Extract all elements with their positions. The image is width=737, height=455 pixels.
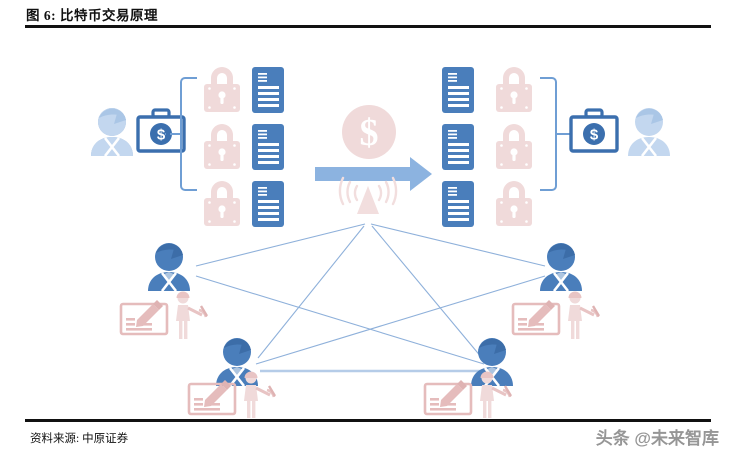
- document-icon: [442, 181, 474, 227]
- page-title: 图 6: 比特币交易原理: [26, 8, 158, 23]
- lock-icon: [204, 67, 240, 112]
- signal-waves: [338, 176, 398, 206]
- sender-group: $: [89, 77, 197, 191]
- source-divider: [25, 419, 711, 422]
- diagram-canvas: $ $: [0, 28, 737, 418]
- right-stack: [442, 67, 532, 227]
- sender-person-icon: [91, 108, 133, 157]
- miner-figure: [566, 290, 601, 341]
- left-stack: [204, 67, 284, 227]
- receiver-bracket: [540, 77, 572, 191]
- sender-bracket: [165, 77, 197, 191]
- receiver-group: $: [540, 77, 670, 191]
- sender-wallet-symbol: $: [157, 127, 166, 144]
- transfer-arrow: [315, 157, 432, 191]
- lock-icon: [204, 124, 240, 169]
- document-icon: [252, 181, 284, 227]
- node-top-right: [511, 241, 601, 341]
- title-divider: [25, 25, 711, 28]
- receiver-wallet-symbol: $: [590, 127, 599, 144]
- coin-circle: [342, 105, 396, 159]
- coin-symbol: $: [360, 112, 379, 154]
- node-person: [538, 241, 584, 293]
- link-topright-bottomleft: [255, 275, 546, 365]
- document-icon: [252, 124, 284, 170]
- receiver-person-icon: [628, 108, 670, 157]
- signed-record: [511, 298, 561, 336]
- receiver-wallet-icon: $: [569, 108, 619, 153]
- source-note: 资料来源: 中原证券: [30, 433, 129, 445]
- link-tower-node-top-left: [195, 223, 366, 267]
- document-icon: [252, 67, 284, 113]
- link-tower-node-bottom-left: [257, 225, 365, 359]
- transfer-group: $: [315, 105, 432, 191]
- miner-figure: [174, 290, 209, 341]
- document-icon: [442, 124, 474, 170]
- node-top-left: [119, 241, 209, 341]
- miner-figure: [242, 370, 277, 418]
- link-tower-node-bottom-right: [371, 225, 483, 359]
- node-person: [146, 241, 192, 293]
- signed-record: [119, 298, 169, 336]
- bitcoin-transaction-diagram: $ $: [89, 67, 670, 418]
- lock-icon: [496, 124, 532, 169]
- broadcast-tower-icon: [338, 176, 398, 214]
- network-connections: [195, 223, 546, 373]
- watermark-label: 头条 @未来智库: [595, 429, 719, 448]
- document-icon: [442, 67, 474, 113]
- signed-record: [423, 378, 473, 416]
- lock-icon: [496, 67, 532, 112]
- link-topleft-bottomright: [195, 275, 485, 365]
- link-tower-node-top-right: [370, 223, 546, 267]
- lock-icon: [204, 181, 240, 226]
- sender-wallet-icon: $: [136, 108, 186, 153]
- signed-record: [187, 378, 237, 416]
- node-bottom-left: [187, 336, 277, 418]
- lock-icon: [496, 181, 532, 226]
